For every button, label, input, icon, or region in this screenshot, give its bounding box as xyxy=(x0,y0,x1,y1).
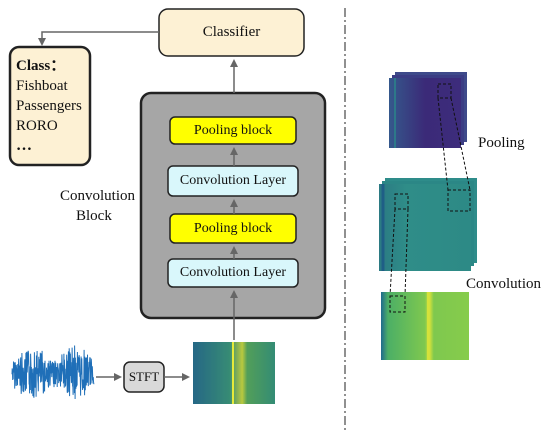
convolution-label: Convolution xyxy=(466,276,542,292)
class-item: RORO xyxy=(16,118,58,134)
layer-box-pooling-top xyxy=(169,116,297,145)
pooling-window-top xyxy=(437,83,452,99)
input-spectrogram xyxy=(193,342,275,404)
class-item-more: … xyxy=(16,137,32,154)
layer-box-pooling-bottom xyxy=(169,213,297,244)
class-heading-colon: ： xyxy=(50,58,66,74)
waveform-signal xyxy=(11,342,95,404)
conv-layer-label-bottom: Convolution Layer xyxy=(179,265,287,280)
projection-line xyxy=(450,97,471,191)
projection-line xyxy=(437,97,449,191)
projection-line xyxy=(404,208,409,297)
convolution-block-label: Convolution Block xyxy=(60,188,136,224)
class-item: Passengers xyxy=(16,98,82,114)
pooling-label: Pooling xyxy=(478,135,525,151)
pooling-block-label-bottom: Pooling block xyxy=(193,220,273,236)
conv-layer-label-top: Convolution Layer xyxy=(179,173,287,188)
stft-label: STFT xyxy=(128,369,160,384)
arrow-classifier-to-class xyxy=(38,31,159,46)
pooling-window-bottom xyxy=(447,189,471,212)
projection-line xyxy=(389,208,396,297)
conv-window-top xyxy=(394,193,409,210)
class-item: Fishboat xyxy=(16,78,68,94)
pooling-block-label-top: Pooling block xyxy=(193,122,273,138)
layer-box-conv-top xyxy=(167,165,299,197)
pooling-feature-maps xyxy=(389,72,467,148)
conv-window-bottom xyxy=(389,295,406,313)
conv-feature-maps xyxy=(379,178,477,271)
class-box xyxy=(8,45,92,167)
input-feature-map xyxy=(381,292,469,360)
layer-box-conv-bottom xyxy=(167,258,299,288)
class-box-content: Class： Fishboat Passengers RORO … xyxy=(16,56,82,156)
classifier-label: Classifier xyxy=(202,24,261,40)
class-heading: Class xyxy=(16,58,51,74)
